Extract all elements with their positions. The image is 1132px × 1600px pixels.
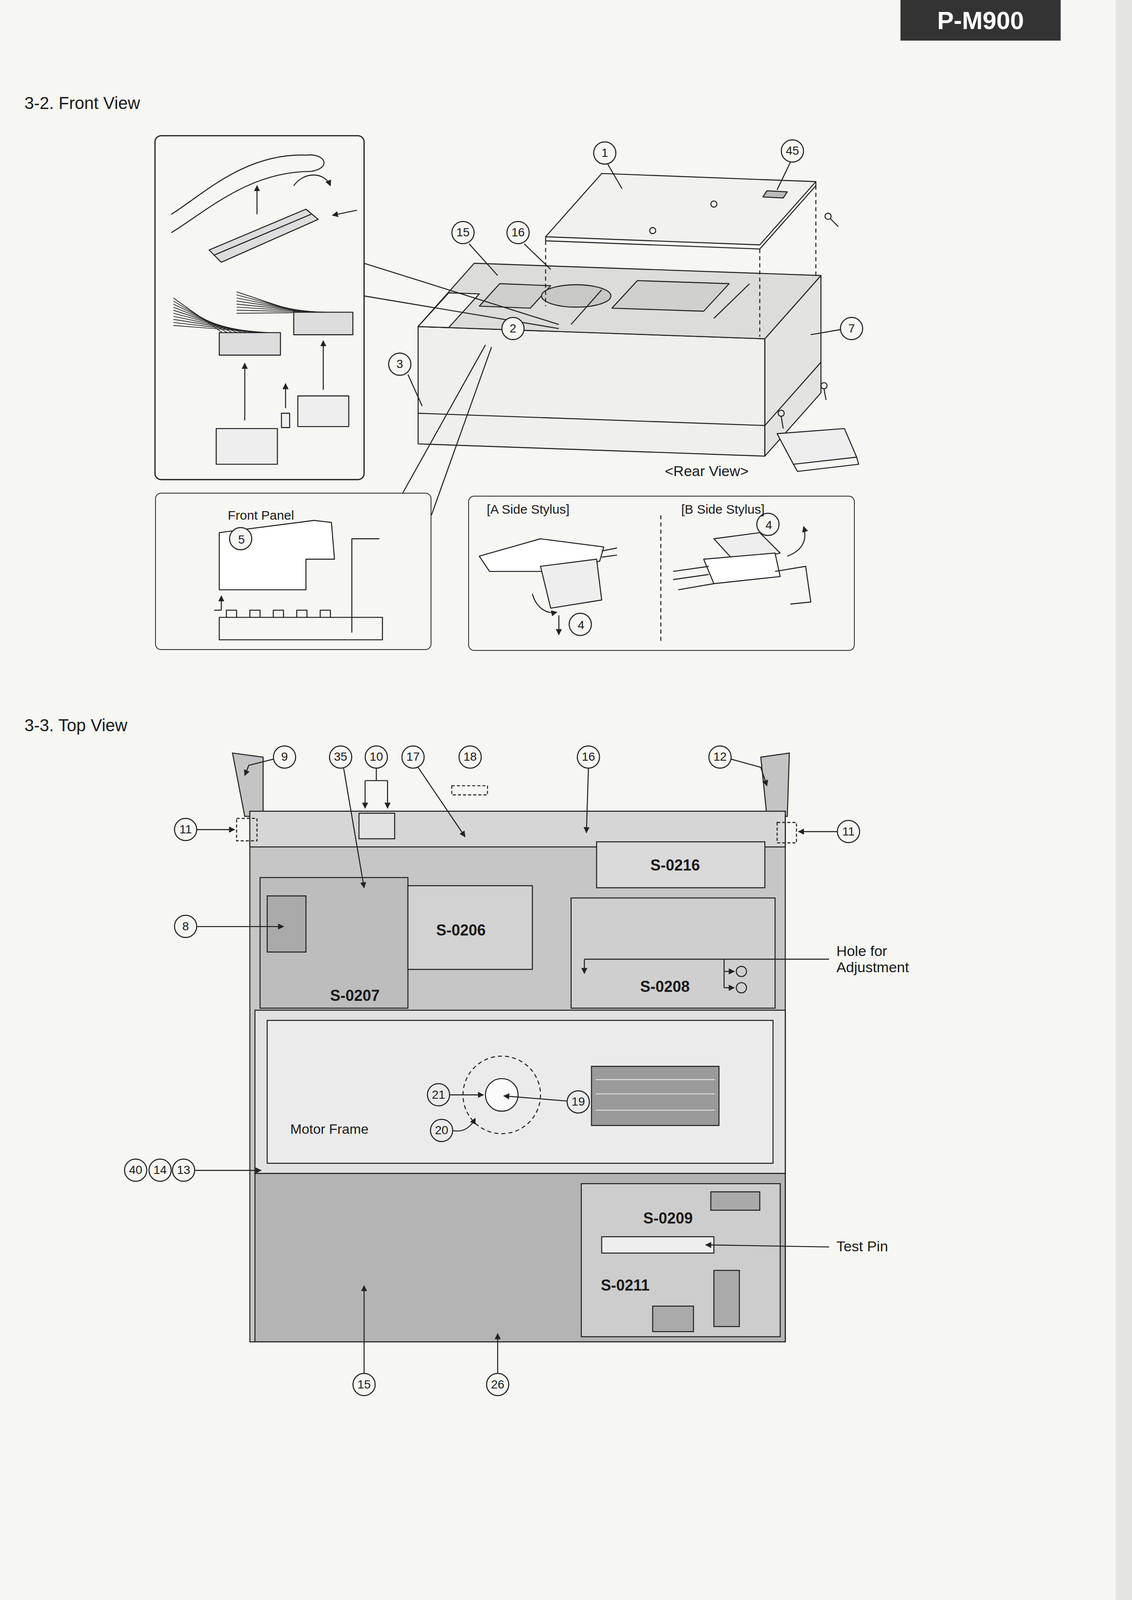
callout-number: 45 [785, 144, 799, 158]
callout-number: 14 [153, 1163, 167, 1177]
front-view-drawing [155, 135, 859, 643]
callout-number: 40 [129, 1163, 143, 1177]
part-label: Motor Frame [288, 1120, 371, 1137]
callout-number: 9 [281, 750, 288, 764]
callout-number: 20 [434, 1123, 449, 1137]
callout-circle [451, 221, 475, 244]
callout-circle [401, 745, 425, 768]
board-label: S-0209 [641, 1208, 696, 1227]
callout-circle [507, 221, 530, 244]
callout-circle [459, 745, 482, 768]
inset-label: [A Side Stylus] [486, 501, 570, 516]
callout-number: 13 [176, 1163, 191, 1177]
callout-circle [708, 745, 731, 768]
callout-number: 3 [396, 357, 404, 371]
callout-circle [840, 317, 863, 340]
callout-number: 18 [463, 750, 477, 764]
inset-label: Front Panel [227, 507, 294, 523]
callout-circle [149, 1158, 172, 1181]
callout-number: 4 [765, 518, 773, 532]
callout-circle [577, 745, 600, 768]
callout-number: 4 [577, 618, 585, 632]
callout-circle [388, 352, 411, 376]
board-label: S-0208 [638, 977, 693, 996]
callout-number: 1 [601, 146, 609, 160]
callout-number: 15 [456, 225, 470, 240]
board-label: S-0206 [434, 921, 488, 940]
callout-circle [501, 317, 525, 340]
board-label: S-0207 [328, 986, 382, 1005]
board-label: S-0216 [648, 856, 702, 874]
callout-circle [837, 820, 860, 843]
callout-circle [229, 527, 252, 550]
model-badge: P-M900 [900, 0, 1061, 41]
callout-number: 26 [490, 1377, 505, 1391]
callout-circle [430, 1118, 453, 1141]
callout-number: 19 [571, 1094, 585, 1109]
page-edge [1115, 0, 1132, 1600]
callout-circle [174, 818, 197, 841]
callout-circle [593, 141, 616, 165]
inset-label: P-M900 [937, 6, 1024, 35]
detail-inset: [A Side Stylus]4[B Side Stylus]4 [468, 495, 855, 651]
part-label: <Rear View> [662, 462, 751, 480]
part-label: Hole for Adjustment [834, 942, 937, 976]
inset-label: [B Side Stylus] [681, 501, 765, 516]
callout-circle [567, 1090, 590, 1113]
callout-number: 35 [334, 750, 348, 764]
callout-circle [486, 1372, 509, 1396]
callout-circle [427, 1083, 450, 1106]
callout-number: 8 [182, 919, 190, 933]
part-label: Test Pin [834, 1237, 891, 1255]
section-heading: 3-2. Front View [24, 93, 141, 113]
board-label: S-0211 [598, 1275, 652, 1294]
callout-circle [174, 914, 197, 938]
callout-number: 11 [842, 824, 855, 838]
callout-circle [781, 139, 804, 162]
callout-number: 16 [581, 750, 596, 764]
callout-circle [756, 513, 780, 536]
callout-number: 16 [511, 225, 525, 240]
callout-number: 5 [238, 532, 246, 546]
callout-number: 21 [431, 1087, 446, 1101]
section-heading: 3-3. Top View [24, 715, 128, 735]
callout-circle [568, 612, 592, 636]
callout-number: 11 [179, 822, 192, 836]
callout-number: 10 [369, 750, 383, 764]
callout-circle [172, 1158, 195, 1181]
callout-number: 7 [848, 321, 856, 335]
callout-number: 15 [357, 1377, 371, 1391]
callout-circle [329, 745, 352, 768]
callout-number: 12 [713, 750, 727, 764]
callout-number: 2 [509, 321, 517, 335]
detail-inset: Front Panel 5 [155, 492, 432, 650]
callout-circle [365, 745, 388, 768]
top-view-drawing [232, 752, 790, 1342]
callout-number: 17 [406, 750, 420, 764]
callout-circle [273, 745, 296, 768]
callout-circle [124, 1158, 147, 1181]
callout-circle [352, 1372, 376, 1396]
top-view-leaders [194, 758, 838, 1373]
